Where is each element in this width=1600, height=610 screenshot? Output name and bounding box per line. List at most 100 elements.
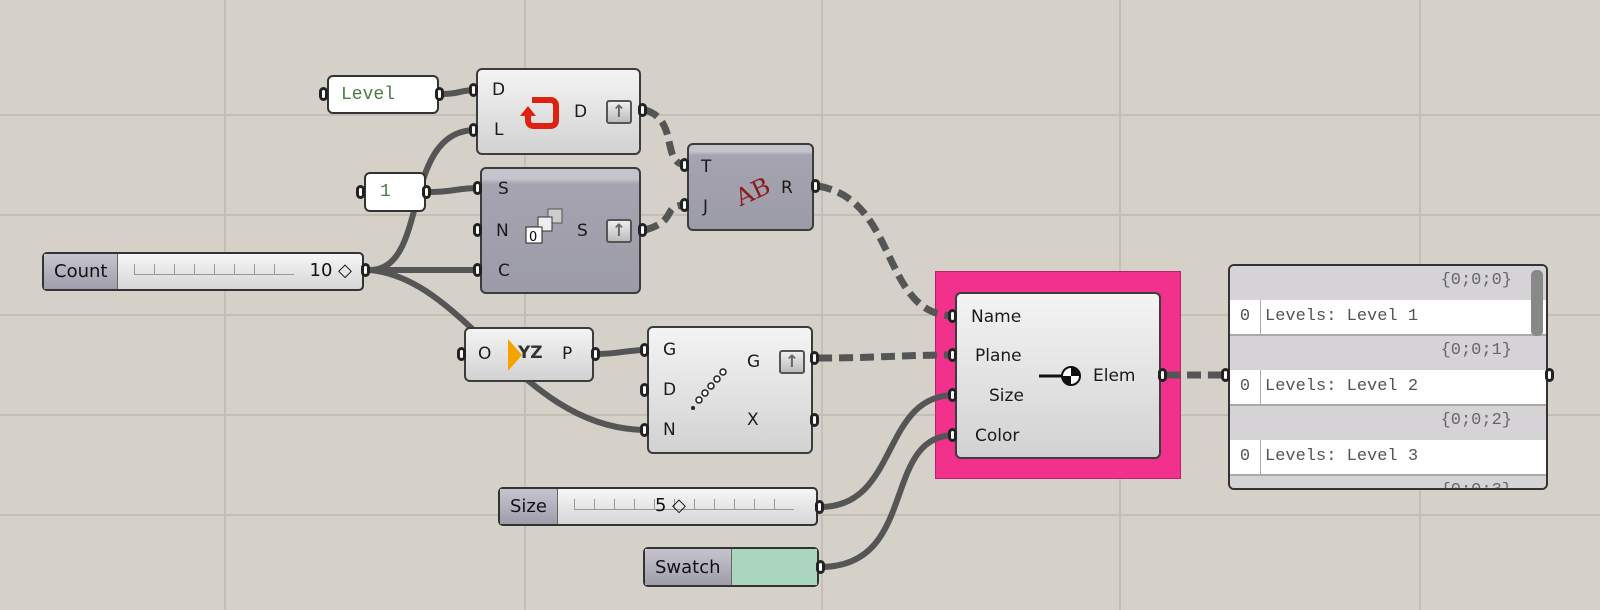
input-n[interactable]: N [663, 420, 676, 440]
input-j[interactable]: J [703, 197, 709, 217]
input-grip[interactable] [457, 347, 466, 361]
svg-text:ABC: ABC [730, 167, 769, 207]
output-grip[interactable] [816, 560, 825, 574]
points-line-icon [691, 368, 727, 410]
output-d[interactable]: D [574, 102, 588, 122]
level-panel[interactable]: Level [327, 75, 439, 114]
slider-name: Size [500, 489, 558, 524]
output-grip[interactable] [361, 263, 370, 277]
output-grip[interactable] [591, 347, 600, 361]
divide-component[interactable]: G D N G X ↑ [647, 326, 813, 454]
input-grip[interactable] [473, 263, 482, 277]
branch-path: {0;0;1} [1230, 336, 1546, 370]
branch-path: {0;0;0} [1230, 266, 1546, 300]
output-r[interactable]: R [781, 178, 793, 198]
item-text: Levels: Level 1 [1265, 307, 1419, 326]
duplicate-data-component[interactable]: D L D ↑ [476, 68, 641, 155]
output-grip[interactable] [810, 413, 819, 427]
output-grip[interactable] [638, 223, 647, 237]
svg-text:0: 0 [529, 230, 537, 245]
input-grip[interactable] [948, 388, 957, 402]
number-panel[interactable]: 1 [364, 172, 426, 212]
input-grip[interactable] [1221, 368, 1230, 382]
input-color[interactable]: Color [975, 426, 1020, 446]
swatch-color[interactable] [731, 549, 817, 585]
input-grip[interactable] [640, 343, 649, 357]
duplicate-data-icon [520, 97, 559, 129]
element-icon [1039, 366, 1081, 386]
output-grip[interactable] [1158, 368, 1167, 382]
input-c[interactable]: C [498, 261, 510, 281]
input-grip[interactable] [948, 309, 957, 323]
output-s[interactable]: S [577, 221, 588, 241]
slider-value[interactable]: 10 ◇ [309, 260, 352, 281]
output-p[interactable]: P [562, 344, 573, 364]
output-elem[interactable]: Elem [1093, 366, 1136, 386]
wire [817, 392, 958, 510]
item-index: 0 [1230, 300, 1261, 334]
wire-list [817, 182, 956, 320]
input-d[interactable]: D [663, 380, 677, 400]
input-t[interactable]: T [701, 157, 712, 177]
concatenate-component[interactable]: T J ABC R [687, 143, 814, 231]
input-grip[interactable] [680, 158, 689, 172]
slider-track[interactable]: 10 ◇ [118, 254, 362, 289]
size-slider[interactable]: Size 5 ◇ [498, 487, 818, 526]
branch-path: {0;0;2} [1230, 406, 1546, 440]
wire-list [817, 351, 956, 362]
input-grip[interactable] [640, 423, 649, 437]
input-grip[interactable] [640, 383, 649, 397]
item-index: 0 [1230, 370, 1261, 404]
item-text: Levels: Level 2 [1265, 377, 1419, 396]
item-index: 0 [1230, 440, 1261, 474]
output-grip[interactable] [1545, 368, 1554, 382]
xy-plane-component[interactable]: O YZ P [464, 327, 594, 382]
input-grip[interactable] [680, 198, 689, 212]
input-s[interactable]: S [498, 179, 509, 199]
input-grip[interactable] [356, 185, 365, 199]
panel-scrollbar[interactable] [1531, 270, 1543, 336]
slider-value[interactable]: 5 ◇ [654, 495, 686, 516]
input-d[interactable]: D [492, 80, 506, 100]
output-grip[interactable] [815, 500, 824, 514]
input-n[interactable]: N [496, 221, 509, 241]
plane-icon-text: YZ [518, 343, 543, 363]
output-grip[interactable] [810, 351, 819, 365]
output-x[interactable]: X [747, 410, 759, 430]
output-g[interactable]: G [747, 352, 761, 372]
input-grip[interactable] [948, 348, 957, 362]
input-o[interactable]: O [478, 344, 492, 364]
input-grip[interactable] [469, 123, 478, 137]
element-component[interactable]: Name Plane Size Color Elem [955, 292, 1161, 459]
output-grip[interactable] [435, 87, 444, 101]
output-grip[interactable] [811, 179, 820, 193]
flatten-toggle[interactable]: ↑ [606, 100, 632, 124]
input-grip[interactable] [473, 223, 482, 237]
input-grip[interactable] [319, 87, 328, 101]
plane-icon [508, 339, 522, 371]
input-l[interactable]: L [494, 120, 504, 140]
input-size[interactable]: Size [989, 386, 1024, 406]
swatch-component[interactable]: Swatch [643, 547, 819, 587]
flatten-toggle[interactable]: ↑ [606, 219, 632, 243]
input-name[interactable]: Name [971, 307, 1022, 327]
input-grip[interactable] [469, 83, 478, 97]
count-slider[interactable]: Count 10 ◇ [42, 252, 364, 291]
swatch-name: Swatch [645, 549, 732, 585]
input-grip[interactable] [473, 181, 482, 195]
input-grip[interactable] [948, 428, 957, 442]
slider-name: Count [44, 254, 119, 289]
input-plane[interactable]: Plane [975, 346, 1022, 366]
wire [817, 432, 958, 570]
input-g[interactable]: G [663, 340, 677, 360]
flatten-toggle[interactable]: ↑ [779, 350, 805, 374]
slider-track[interactable]: 5 ◇ [558, 489, 816, 524]
concatenate-icon: ABC [730, 167, 769, 207]
output-grip[interactable] [422, 185, 431, 199]
series-component[interactable]: S N C 0 S ↑ [480, 167, 641, 294]
output-grip[interactable] [638, 103, 647, 117]
